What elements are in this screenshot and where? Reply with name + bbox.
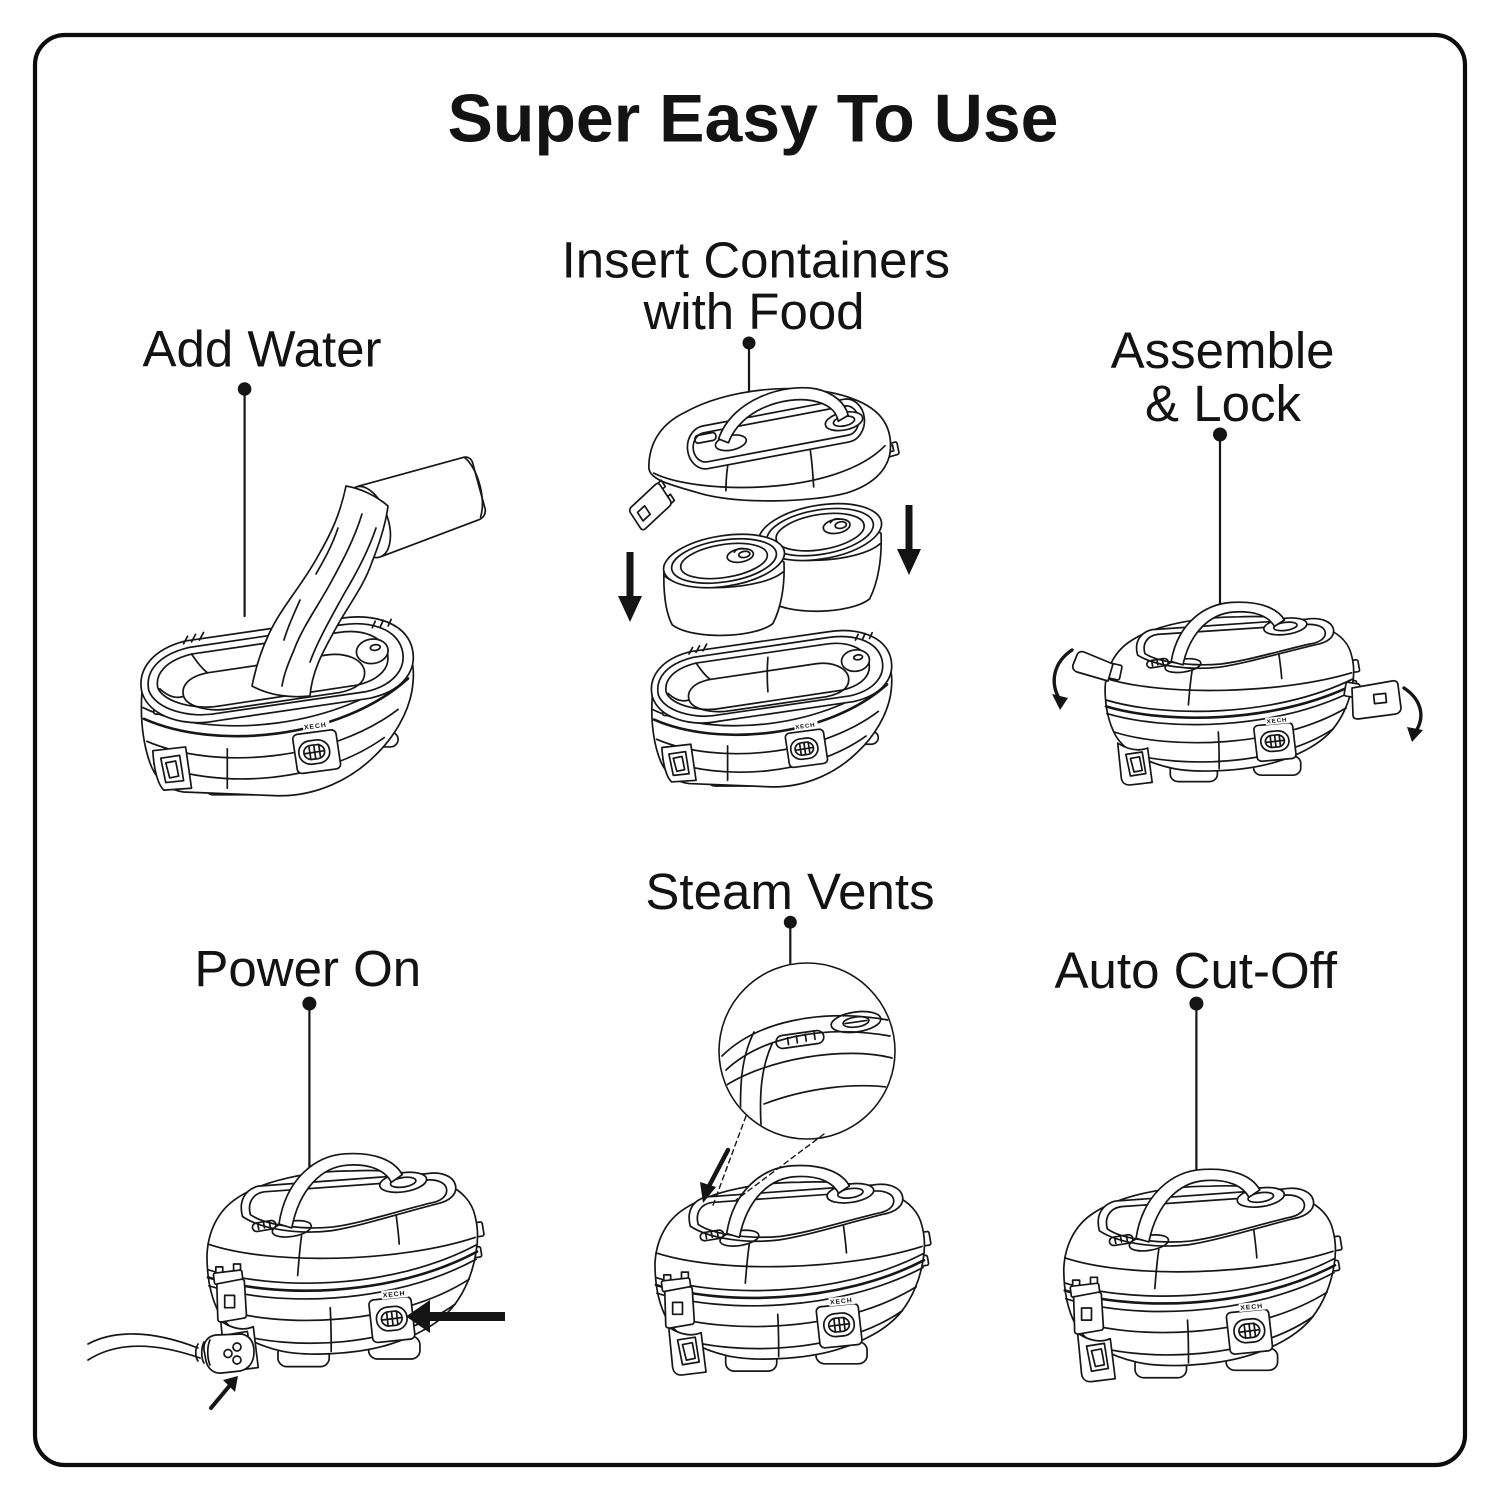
label-add-water: Add Water [142, 320, 381, 377]
leader-steam-vents [783, 915, 797, 963]
vent-detail [722, 1009, 894, 1140]
detail-line [788, 1038, 789, 1045]
zoom-circle [719, 963, 895, 1140]
plug-in-arrow-icon [211, 1376, 238, 1408]
outline-stroke [460, 455, 490, 517]
detail-line [211, 1384, 231, 1408]
projection-line [736, 1134, 824, 1200]
detail-rect [420, 1312, 505, 1321]
food-container-left [659, 525, 789, 637]
outline-stroke [1352, 681, 1401, 719]
latch-flap-open-right [1344, 681, 1401, 719]
detail-circle [719, 963, 895, 1139]
water-stream [252, 486, 388, 697]
detail-rect [1374, 693, 1387, 703]
illustration-assemble-lock [1052, 601, 1423, 787]
lunchbox-closed [1062, 1167, 1344, 1383]
arrowhead-shape [223, 1376, 238, 1392]
outline-stroke [252, 486, 388, 697]
detail-circle [233, 1343, 241, 1351]
page-border-frame [35, 35, 1465, 1465]
leader-power-on [302, 996, 317, 1168]
arrowhead-shape [1407, 727, 1423, 742]
outline-stroke [310, 528, 376, 662]
illustration-insert-containers [618, 386, 921, 789]
outline-stroke [196, 1344, 198, 1361]
vent-slot-magnified [775, 1030, 824, 1050]
outline-stroke [202, 1342, 204, 1363]
arrowhead-shape [406, 1300, 430, 1333]
vent-oval-magnified [830, 1009, 882, 1036]
leader-insert-containers [742, 336, 756, 393]
step-labels: Add Water Insert Containers with Food As… [142, 232, 1337, 1000]
detail-line [805, 1034, 806, 1041]
outline-stroke [316, 528, 338, 574]
detail-line [814, 1032, 815, 1039]
detail-line [708, 1150, 728, 1188]
illustration-auto-cut-off [1062, 1167, 1344, 1383]
detail-ellipse [842, 1015, 869, 1029]
down-arrow-icon [897, 505, 921, 575]
power-cord-plug [88, 1334, 254, 1373]
illustration-add-water [139, 449, 492, 798]
illustration-steam-vents [653, 963, 933, 1377]
lunchbox-closed [653, 1164, 933, 1377]
detail-circle [224, 1350, 232, 1358]
outline-stroke [764, 1086, 894, 1104]
outline-stroke [284, 600, 300, 640]
lunchbox-closed [1103, 601, 1361, 787]
label-assemble-lock-1: Assemble [1111, 322, 1335, 379]
down-arrow-icon [618, 552, 642, 622]
arrowhead-shape [1052, 694, 1068, 710]
outline-stroke [282, 514, 362, 686]
page-title: Super Easy To Use [448, 81, 1059, 157]
projection-line [712, 1116, 746, 1208]
leader-add-water [237, 382, 252, 616]
arrowhead-shape [700, 1182, 716, 1203]
label-steam-vents: Steam Vents [645, 863, 934, 920]
latch-flap-open-left [1073, 652, 1123, 681]
label-power-on: Power On [194, 940, 421, 997]
outline-stroke [726, 1032, 890, 1070]
outline-stroke [88, 1334, 198, 1348]
press-button-arrow-icon [406, 1300, 505, 1333]
outline-stroke [208, 1340, 210, 1365]
leader-lines [237, 336, 1227, 1173]
lunchbox-base [650, 629, 893, 789]
latch-left [1069, 1276, 1105, 1335]
outline-stroke [88, 1346, 200, 1360]
detail-circle [233, 1356, 241, 1364]
leader-assemble-lock [1213, 427, 1227, 605]
vent-arrow-icon [700, 1150, 728, 1203]
outline-stroke [1054, 650, 1072, 700]
latch-left [212, 1263, 248, 1323]
outline-stroke [741, 1032, 755, 1140]
rotate-arrow-left-icon [1052, 650, 1072, 710]
outline-stroke [204, 1334, 254, 1373]
leader-auto-cut-off [1189, 996, 1204, 1172]
detail-ellipse [830, 1009, 882, 1036]
label-assemble-lock-2: & Lock [1145, 375, 1301, 432]
outline-stroke [1073, 652, 1113, 681]
latch-left [660, 1271, 696, 1329]
detail-rect [775, 1030, 824, 1050]
detail-line [796, 1036, 797, 1043]
illustration-power-on [88, 1152, 505, 1408]
label-auto-cut-off: Auto Cut-Off [1055, 942, 1338, 999]
label-insert-containers-1: Insert Containers [562, 232, 950, 289]
outline-stroke [1404, 688, 1421, 734]
outline-stroke [760, 1044, 772, 1140]
label-insert-containers-2: with Food [642, 283, 864, 340]
detail-line [845, 1020, 867, 1023]
outline-stroke [722, 1053, 892, 1088]
rotate-arrow-right-icon [1404, 688, 1423, 742]
